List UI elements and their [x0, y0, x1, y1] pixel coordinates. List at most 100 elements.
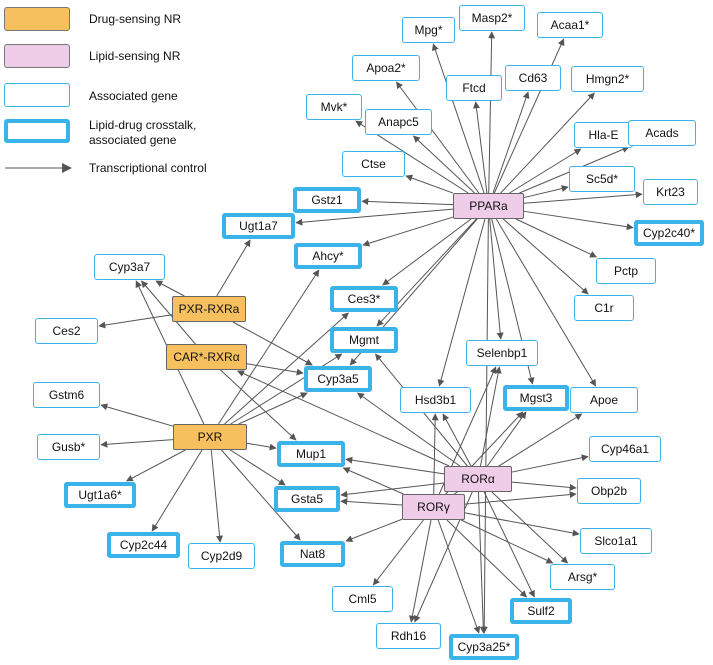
edge-rorg-to-cml5: [372, 519, 424, 586]
node-ces2: Ces2: [35, 318, 98, 344]
legend-arrow-label: Transcriptional control: [89, 161, 207, 175]
node-mpg: Mpg*: [402, 17, 455, 43]
legend-lipid-swatch: [4, 44, 70, 68]
node-rdh16: Rdh16: [376, 623, 441, 649]
edge-pxr-to-nat8: [221, 449, 301, 541]
node-ahcy: Ahcy*: [294, 243, 362, 269]
node-selenbp1: Selenbp1: [466, 340, 538, 366]
edge-pxr-to-ugt1a6: [125, 449, 186, 482]
node-ctse: Ctse: [342, 151, 405, 177]
edge-ppara-to-selenbp1: [489, 218, 504, 340]
legend-lipid-label: Lipid-sensing NR: [89, 49, 181, 63]
edge-rorg-to-rdh16: [408, 519, 432, 623]
node-apoa2: Apoa2*: [352, 55, 420, 81]
edge-rorg-to-slco1a1: [464, 512, 580, 537]
node-mup1: Mup1: [277, 441, 345, 467]
edge-ppara-to-hmgn2: [500, 92, 595, 194]
node-arsg: Arsg*: [550, 564, 615, 590]
node-gsta5: Gsta5: [274, 486, 340, 512]
node-ugt1a7: Ugt1a7: [222, 213, 295, 239]
edge-rorg-to-cyp3a25: [437, 519, 481, 634]
edge-ppara-to-hsd3b1: [437, 218, 486, 387]
legend-arrow-icon: [5, 163, 72, 173]
edge-rorg-to-sulf2: [446, 519, 528, 598]
edge-ppara-to-cd63: [492, 91, 530, 194]
node-slco1a1: Slco1a1: [580, 528, 652, 554]
edge-pxrrxr-to-ugt1a7: [216, 239, 251, 297]
edge-ppara-to-hlae: [509, 148, 582, 194]
node-ftcd: Ftcd: [446, 75, 502, 101]
edge-ppara-to-cyp3a25: [480, 218, 489, 634]
node-cyp3a7: Cyp3a7: [94, 254, 165, 280]
edge-carrxr-to-cyp3a5: [246, 363, 304, 376]
edge-ppara-to-ctse: [405, 174, 454, 194]
legend-crosstalk-swatch: [4, 119, 70, 143]
node-mvk: Mvk*: [306, 94, 362, 120]
edge-rora-to-mup1: [345, 456, 445, 475]
node-cyp3a25: Cyp3a25*: [449, 634, 519, 660]
edge-rora-to-obp2b: [511, 481, 577, 491]
edge-pxr-to-cyp3a5: [238, 392, 308, 425]
node-cyp2c44: Cyp2c44: [107, 532, 180, 558]
node-cyp2d9: Cyp2d9: [188, 543, 255, 569]
edge-pxr-to-gstm6: [100, 403, 174, 427]
legend-gene-swatch: [4, 83, 70, 107]
edge-ppara-to-ces3: [382, 218, 472, 286]
edge-ppara-to-c1r: [502, 218, 589, 295]
edge-ppara-to-ugt1a7: [295, 208, 454, 226]
node-sc5d: Sc5d*: [569, 166, 635, 192]
node-ugt1a6: Ugt1a6*: [64, 482, 136, 508]
edge-ppara-to-ahcy: [362, 216, 454, 247]
legend-drug-label: Drug-sensing NR: [89, 12, 182, 26]
node-hsd3b1: Hsd3b1: [400, 387, 471, 413]
node-cyp2c40: Cyp2c40*: [634, 220, 704, 246]
legend-gene-label: Associated gene: [89, 89, 178, 103]
node-gusb: Gusb*: [37, 434, 100, 460]
edge-rora-to-selenbp1: [479, 366, 502, 467]
node-obp2b: Obp2b: [577, 478, 641, 504]
node-gstz1: Gstz1: [293, 187, 361, 213]
edge-rora-to-hsd3b1: [442, 413, 472, 467]
edge-rorg-to-obp2b: [464, 491, 577, 505]
edge-pxrrxr-to-cyp3a7: [155, 280, 185, 297]
edge-ppara-to-ftcd: [473, 101, 488, 194]
node-ces3: Ces3*: [330, 286, 398, 312]
node-cml5: Cml5: [332, 586, 393, 612]
node-hlae: Hla-E: [574, 122, 633, 148]
node-ppara: PPARa: [453, 193, 524, 219]
node-cd63: Cd63: [505, 65, 561, 91]
edge-ppara-to-anapc5: [412, 135, 475, 194]
edge-pxr-to-ahcy: [218, 269, 320, 425]
edge-rorg-to-gsta5: [340, 498, 403, 506]
edge-carrxr-to-cyp3a7: [141, 280, 196, 345]
edge-rora-to-arsg: [491, 491, 569, 564]
node-apoe: Apoe: [570, 387, 638, 413]
node-pxrrxr: PXR-RXRa: [172, 296, 246, 322]
legend-crosstalk-label-line2: associated gene: [89, 133, 177, 147]
node-rora: RORα: [444, 466, 512, 492]
edge-ppara-to-sc5d: [523, 185, 569, 199]
node-anapc5: Anapc5: [365, 109, 432, 135]
edge-rora-to-cyp3a5: [357, 392, 461, 467]
node-pxr: PXR: [173, 424, 247, 450]
edge-ppara-to-krt23: [523, 191, 643, 204]
node-masp2: Masp2*: [459, 5, 525, 31]
edge-pxr-to-gsta5: [230, 449, 286, 486]
edge-ppara-to-apoa2: [395, 81, 480, 194]
node-acaa1: Acaa1*: [537, 12, 603, 38]
edge-ppara-to-apoe: [495, 218, 597, 387]
edge-rorg-to-hsd3b1: [431, 413, 439, 495]
edge-rora-to-cyp46a1: [511, 454, 589, 473]
edge-pxr-to-mup1: [246, 442, 277, 451]
edge-carrxr-to-mup1: [220, 369, 297, 441]
node-acads: Acads: [628, 120, 696, 146]
edge-rora-to-sulf2: [483, 491, 535, 598]
edge-rorg-to-nat8: [345, 518, 403, 542]
edge-ppara-to-gstz1: [361, 198, 454, 206]
node-mgmt: Mgmt: [330, 327, 398, 353]
edge-rorg-to-mup1: [342, 467, 404, 495]
edge-pxr-to-ces3: [224, 312, 349, 425]
node-rorg: RORγ: [402, 494, 465, 520]
edge-ppara-to-masp2: [488, 31, 496, 194]
